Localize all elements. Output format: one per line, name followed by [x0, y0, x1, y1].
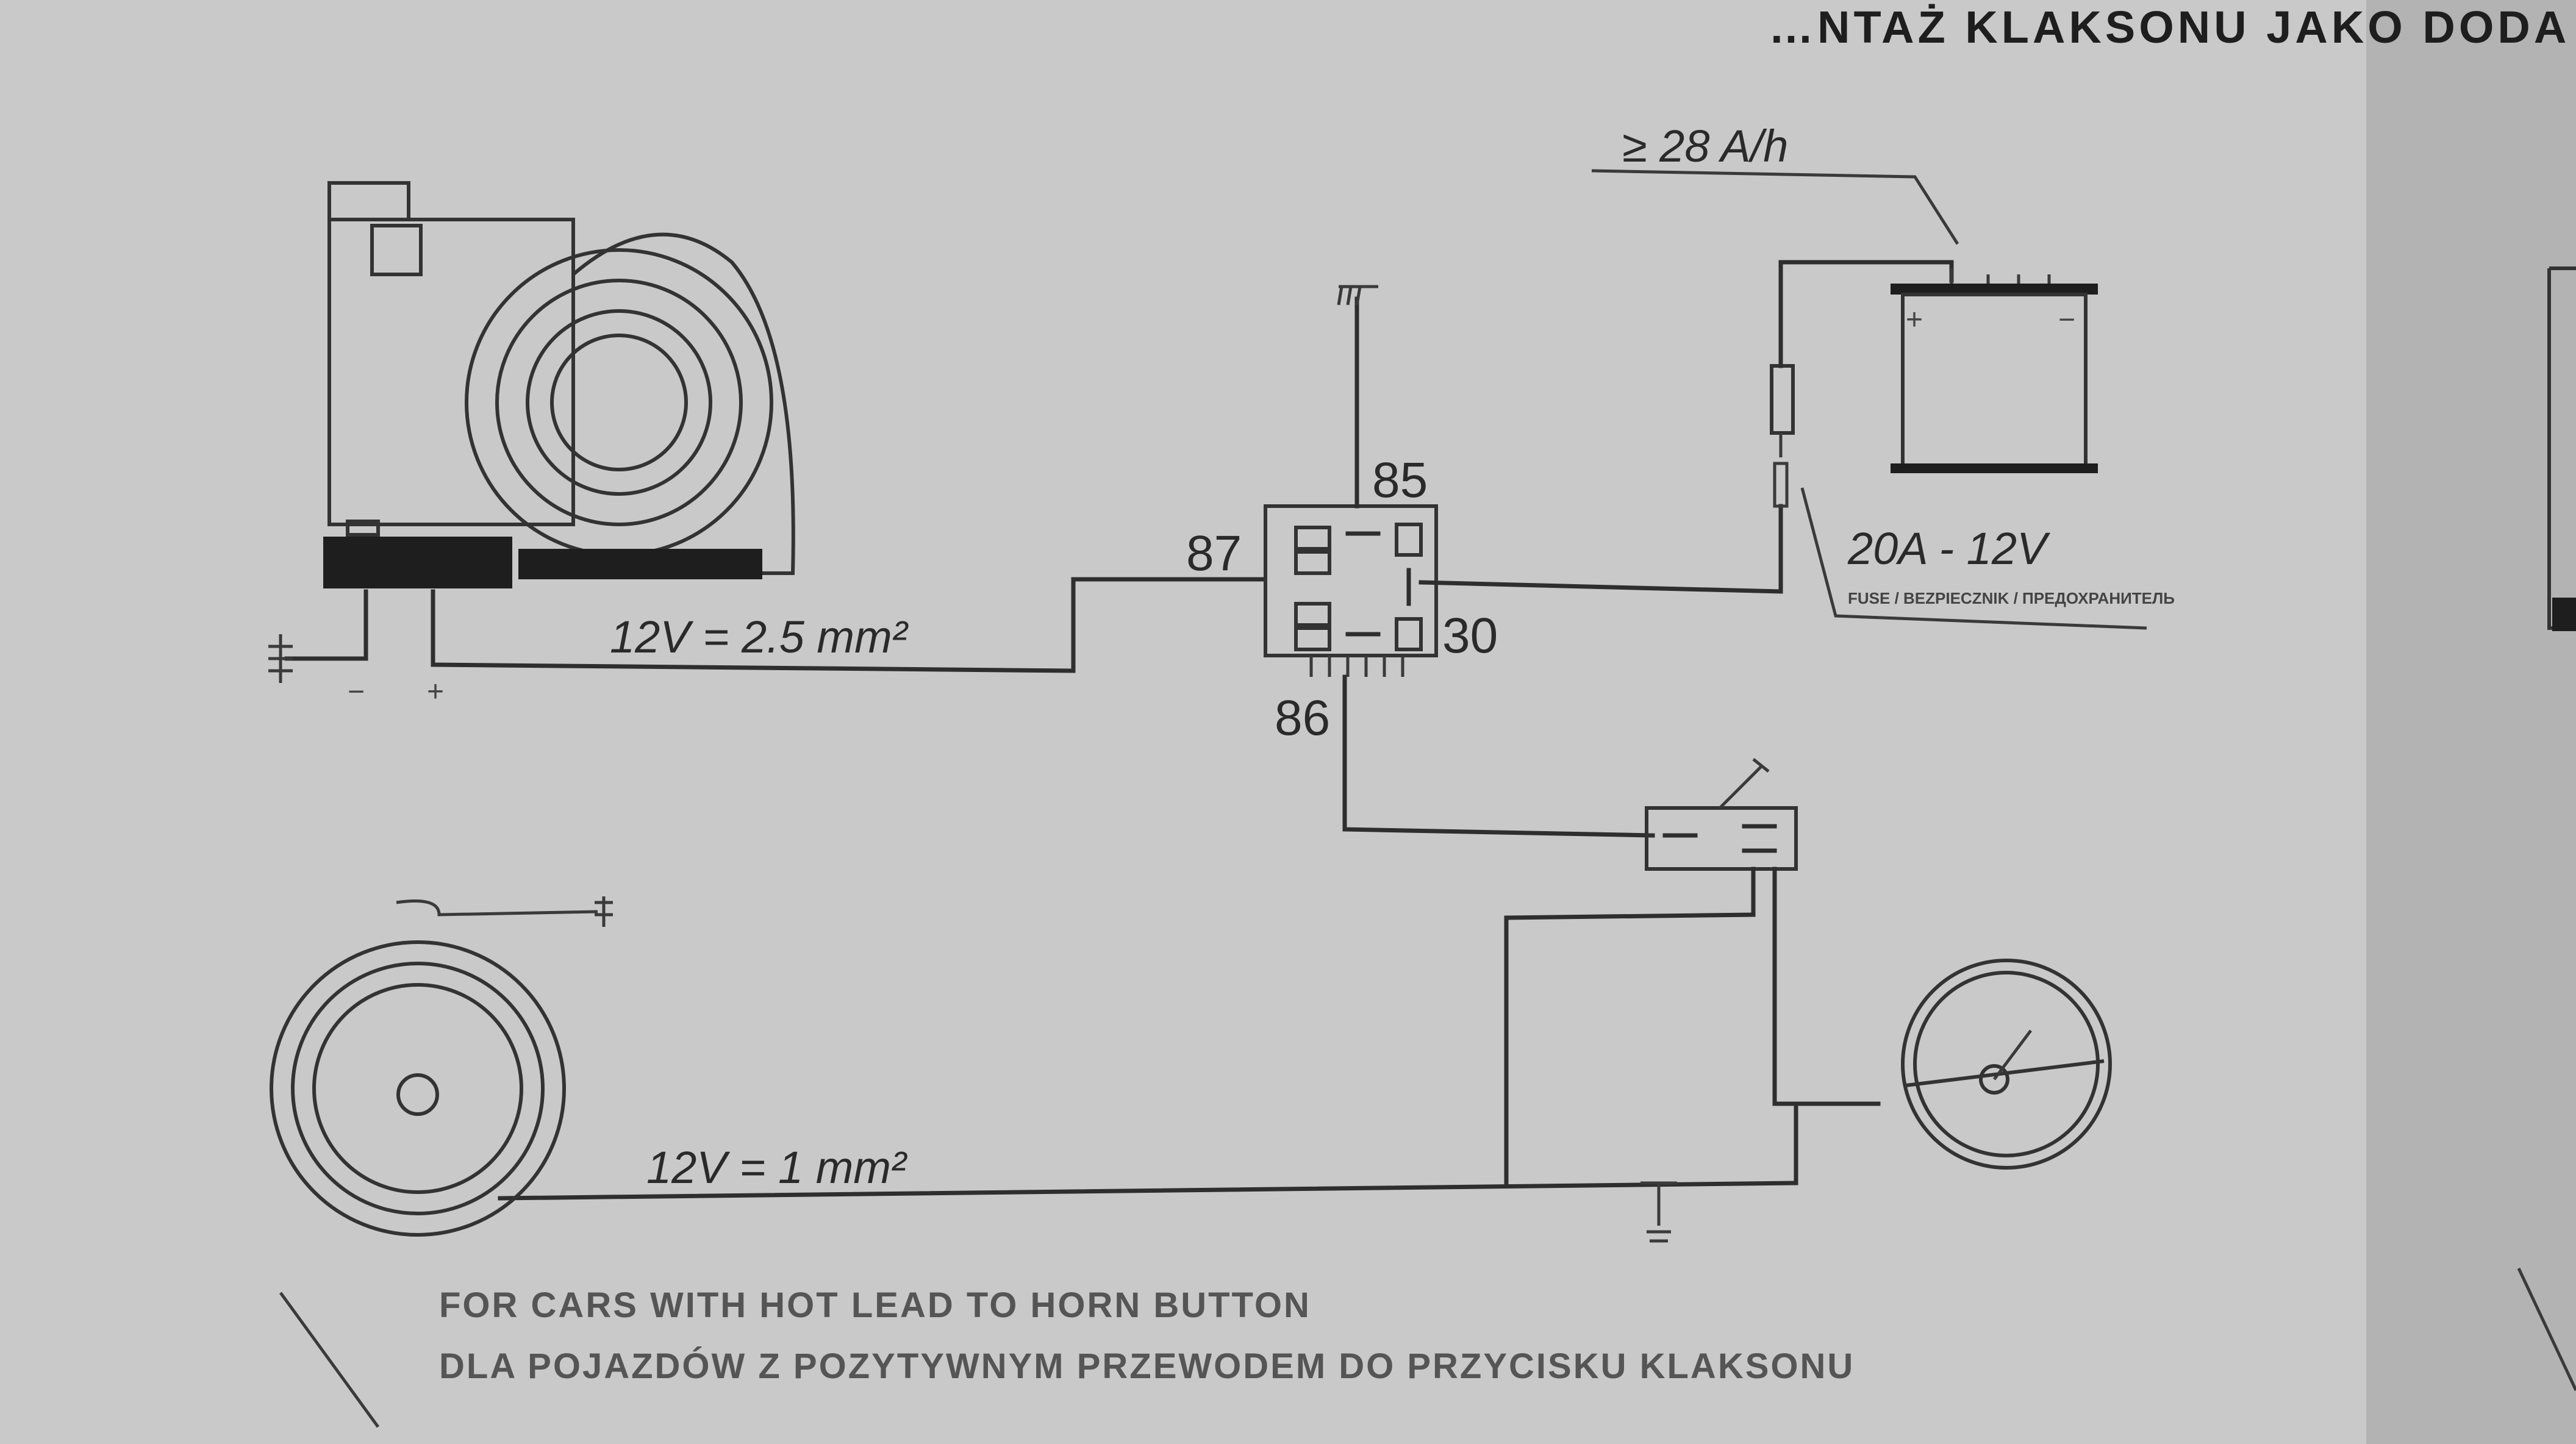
main-wire-spec: 12V = 2.5 mm²: [610, 612, 909, 662]
left-corner-mark: [279, 1292, 380, 1428]
horn-ground-wire: [284, 589, 368, 661]
paper-edge-shadow: [2366, 0, 2576, 1444]
relay-30-to-fuse-wire: [1419, 504, 1783, 594]
battery-plus: +: [1906, 304, 1923, 336]
switch-to-horn-button-wire: [1772, 867, 1798, 1185]
relay-86-to-switch-wire: [1342, 674, 1655, 838]
right-corner-mark: [2517, 1267, 2576, 1392]
toggle-switch-icon: [1645, 758, 1798, 871]
caption-line-1: FOR CARS WITH HOT LEAD TO HORN BUTTON: [439, 1285, 1311, 1325]
steering-wheel-icon: [1901, 959, 2112, 1170]
horn-compressor: [323, 181, 795, 588]
relay-pin-87: 87: [1186, 526, 1242, 581]
fuse-leader-line: [1800, 487, 2147, 630]
control-ground-icon: [1640, 1181, 1677, 1243]
horn-plus-label: +: [427, 676, 444, 708]
switch-to-loop-wire: [1504, 867, 1756, 1185]
horn-ground-icon: [268, 634, 293, 683]
relay-pin-30: 30: [1442, 608, 1498, 663]
fuse-note: FUSE / BEZPIECZNIK / ПРЕДОХРАНИТЕЛЬ: [1848, 589, 2175, 607]
relay-pin-85: 85: [1372, 452, 1428, 508]
battery-capacity: ≥ 28 A/h: [1622, 121, 1788, 171]
round-horn-icon: [270, 940, 566, 1237]
battery-leader-line: [1591, 169, 1959, 245]
next-diagram-fragment-base: [2552, 598, 2576, 631]
control-wire: [498, 1181, 1798, 1201]
horn-minus-label: −: [348, 676, 365, 708]
relay-pin-86: 86: [1275, 690, 1330, 746]
horn-base: [323, 537, 512, 588]
control-wire-spec: 12V = 1 mm²: [646, 1142, 907, 1193]
fuse-rating: 20A - 12V: [1847, 523, 2051, 574]
fuse-holder: [1773, 433, 1789, 508]
round-horn-ground-icon: [396, 896, 613, 927]
header-text: …NTAŻ KLAKSONU JAKO DODA: [1769, 2, 2570, 52]
relay-85-ground-icon: [1337, 285, 1378, 306]
battery: [1891, 268, 2098, 473]
caption-line-2: DLA POJAZDÓW Z POZYTYWNYM PRZEWODEM DO P…: [439, 1346, 1855, 1386]
battery-minus: −: [2058, 304, 2075, 336]
main-wire-horn-to-relay: [431, 577, 1265, 673]
